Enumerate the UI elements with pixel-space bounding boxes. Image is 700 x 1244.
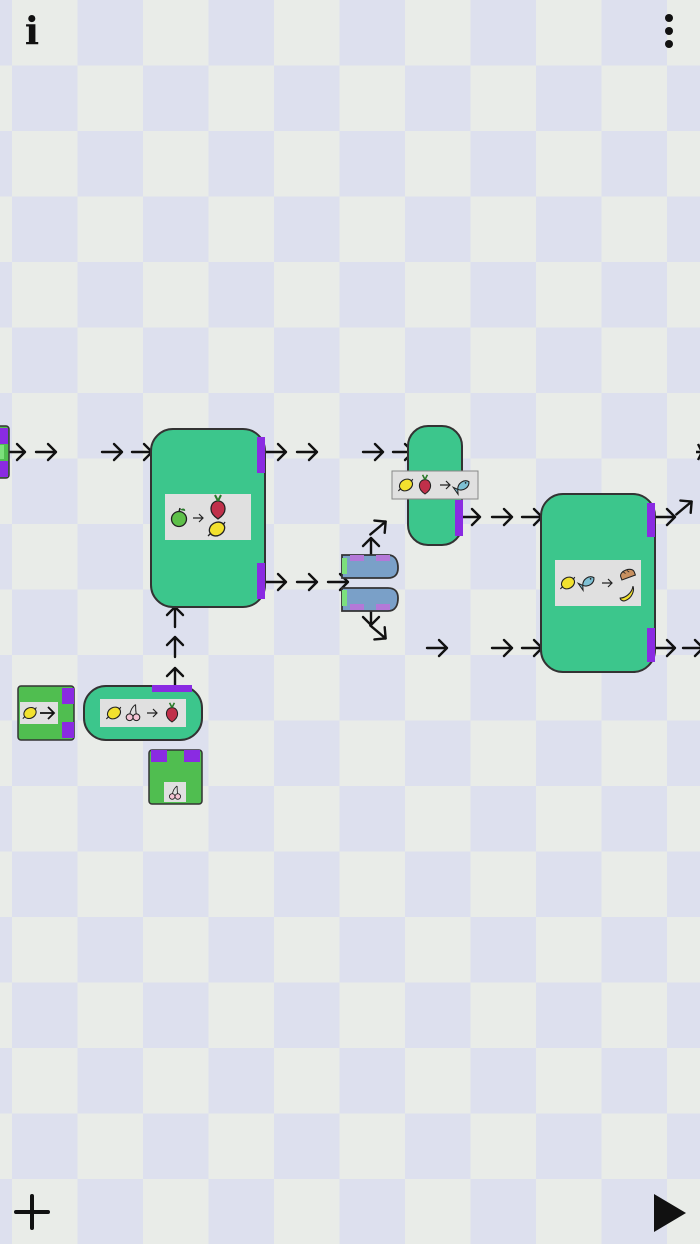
splitter-1[interactable] [341, 554, 399, 612]
belt-arrow[interactable] [490, 638, 514, 658]
belt-arrow[interactable] [653, 507, 677, 527]
belt-arrow[interactable] [264, 572, 288, 592]
add-button[interactable] [10, 1190, 54, 1234]
arrow-icon [147, 708, 158, 718]
info-icon: i [24, 8, 40, 53]
belt-arrow[interactable] [295, 572, 319, 592]
output-port [455, 500, 463, 536]
belt-arrow[interactable] [130, 442, 154, 462]
belt-arrow[interactable] [425, 638, 449, 658]
output-port [152, 685, 192, 692]
arrow-icon [40, 706, 56, 720]
info-button[interactable]: i [18, 8, 46, 54]
output-port [257, 563, 265, 599]
output-port [647, 503, 655, 537]
output-port [184, 750, 200, 762]
belt-arrow[interactable] [264, 442, 288, 462]
arrow-icon [440, 480, 451, 490]
offscreen-machine-edge[interactable] [0, 425, 10, 479]
belt-arrow[interactable] [165, 635, 185, 659]
belt-arrow[interactable] [363, 514, 393, 542]
play-triangle-icon [654, 1194, 686, 1232]
belt-arrow[interactable] [520, 638, 544, 658]
belt-arrow[interactable] [361, 442, 385, 462]
recipe-card [391, 470, 479, 500]
belt-arrow[interactable] [696, 443, 700, 461]
recipe-card [165, 494, 251, 540]
arrow-icon [193, 513, 204, 523]
machine-1[interactable] [150, 428, 266, 608]
output-port [647, 628, 655, 662]
vertical-dots-icon [665, 14, 673, 48]
recipe-card [100, 699, 186, 727]
belt-arrow[interactable] [490, 507, 514, 527]
machine-2[interactable] [83, 685, 203, 741]
play-button[interactable] [646, 1190, 692, 1236]
output-port [62, 688, 74, 704]
machine-4[interactable] [540, 493, 656, 673]
recipe-card [555, 560, 641, 606]
belt-arrow[interactable] [165, 605, 185, 629]
menu-button[interactable] [652, 8, 686, 54]
belt-arrow[interactable] [34, 442, 58, 462]
belt-arrow[interactable] [520, 507, 544, 527]
machine-3[interactable] [391, 425, 479, 546]
source-2[interactable] [148, 749, 203, 805]
belt-arrow[interactable] [653, 638, 677, 658]
source-1[interactable] [17, 685, 75, 741]
belt-arrow[interactable] [681, 638, 700, 658]
belt-arrow[interactable] [295, 442, 319, 462]
belt-arrow[interactable] [100, 442, 124, 462]
output-port [257, 437, 265, 473]
plus-icon [14, 1194, 50, 1230]
arrow-icon [602, 578, 613, 588]
output-port [151, 750, 167, 762]
output-port [62, 722, 74, 738]
